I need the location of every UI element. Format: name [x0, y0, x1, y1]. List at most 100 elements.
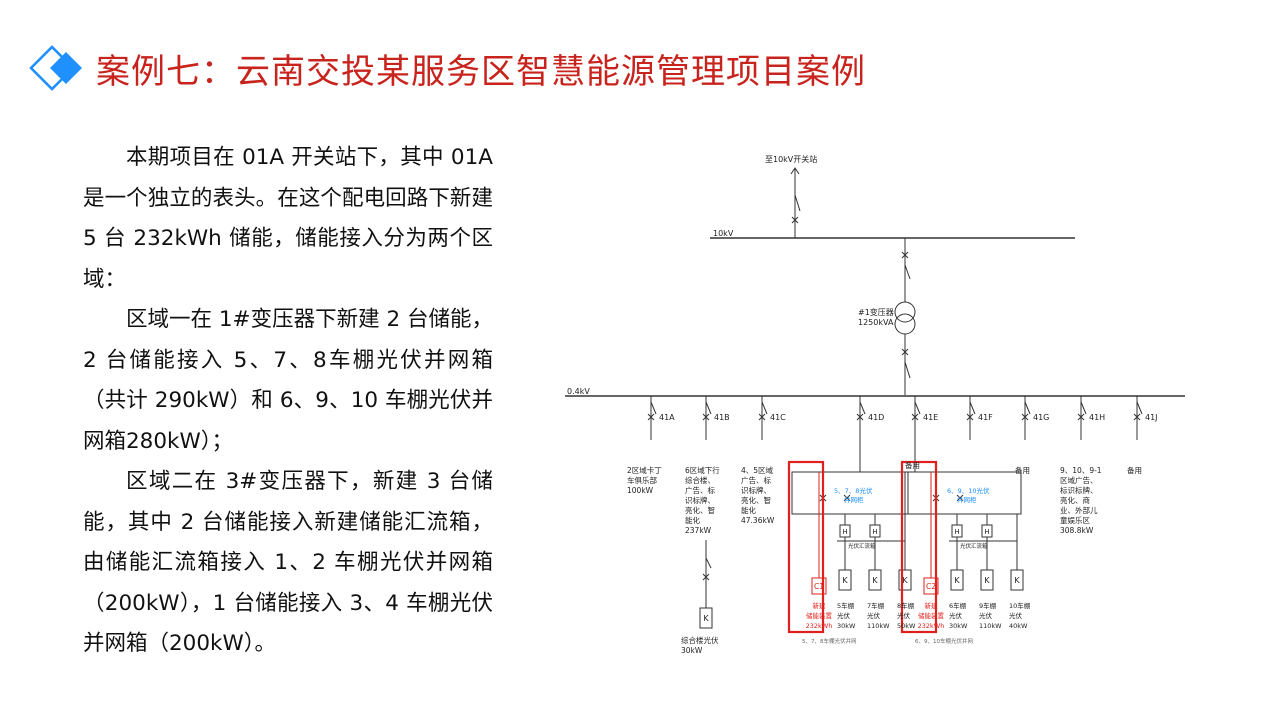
k-box-pv: [838, 569, 852, 591]
slide-title: 案例七：云南交投某服务区智慧能源管理项目案例: [96, 51, 866, 92]
storage-unit-1: [811, 577, 827, 595]
load-41H: 标识标牌、: [1060, 485, 1098, 495]
load-41C: 亮化、智: [741, 495, 771, 505]
storage-text-1: 储能装置: [806, 611, 833, 620]
storage-text-1: 232kWh: [806, 622, 833, 630]
k-box-pv: [868, 569, 882, 591]
breaker-label-41F: 41F: [978, 413, 993, 422]
switch-blade: [1136, 401, 1143, 415]
k-box-pv: [950, 569, 964, 591]
description-text: 本期项目在 01A 开关站下，其中 01A 是一个独立的表头。在这个配电回路下新…: [83, 138, 493, 665]
combiner-label: 光伏汇流箱: [848, 542, 876, 550]
load-41C: 4、5区域: [741, 465, 774, 475]
h-label: H: [842, 528, 847, 536]
breaker-label-41A: 41A: [659, 413, 675, 422]
pv-label: 光伏: [979, 611, 993, 620]
k-label: K: [872, 576, 878, 585]
load-41A: 2区域卡丁: [627, 465, 662, 475]
storage-text-2: 232kWh: [918, 622, 945, 630]
breaker-label-41D: 41D: [868, 413, 884, 422]
pv-label: 光伏: [837, 611, 851, 620]
breaker-label-41B: 41B: [714, 413, 730, 422]
switch-blade: [705, 557, 712, 569]
group-note: 6、9、10车棚光伏并网: [915, 637, 973, 645]
breaker-symbol: [791, 216, 799, 224]
h-label: H: [954, 528, 959, 536]
storage-highlight-2: [900, 460, 938, 634]
load-41A: 车俱乐部: [627, 475, 657, 485]
slide-header: 案例七：云南交投某服务区智慧能源管理项目案例: [28, 42, 866, 94]
k-label: K: [703, 614, 709, 623]
pv-label: 光伏: [949, 611, 963, 620]
pv-label: 7车棚: [867, 601, 885, 610]
breaker-41F: [966, 413, 974, 421]
cabinet-label: 5、7、8光伏: [834, 486, 873, 495]
pv-label: 40kW: [1009, 622, 1028, 630]
transformer-winding-lower: [894, 313, 916, 335]
breaker-symbol: [702, 573, 710, 581]
switch-blade: [904, 264, 911, 280]
load-41B: 综合楼、: [685, 475, 715, 485]
group-note: 5、7、8车棚光伏并网: [802, 637, 857, 645]
load-41H: 亮化、商: [1060, 495, 1090, 505]
pv-label: 50kW: [897, 622, 916, 630]
load-41H: 区域广告、: [1060, 475, 1098, 485]
k-label: K: [842, 576, 848, 585]
breaker-label-41E: 41E: [923, 413, 938, 422]
cabinet-label2: 并网柜: [957, 495, 977, 504]
load-41B: 广告、标: [685, 485, 715, 495]
breaker-41A: [647, 413, 655, 421]
pv-label: 5车棚: [837, 601, 855, 610]
h-label: H: [984, 528, 989, 536]
k-box-pv: [980, 569, 994, 591]
pv-label: 9车棚: [979, 601, 997, 610]
breaker-41C: [758, 413, 766, 421]
paragraph-2: 区域一在 1#变压器下新建 2 台储能，2 台储能接入 5、7、8车棚光伏并网箱…: [83, 307, 493, 454]
switch-blade: [1080, 401, 1087, 415]
load-41J: 备用: [1127, 465, 1142, 475]
k-box-pv: [1010, 569, 1024, 591]
breaker-label-41J: 41J: [1145, 413, 1158, 422]
load-41H: 童娱乐区: [1060, 515, 1090, 525]
incoming-arrow: [790, 167, 800, 175]
pv-label: 光伏: [1009, 611, 1023, 620]
complex-pv-label: 30kW: [681, 646, 703, 655]
pv-label: 30kW: [949, 622, 968, 630]
storage-text-2: 储能装置: [918, 611, 945, 620]
transformer-label: 1250kVA: [858, 318, 894, 327]
pv-label: 110kW: [867, 622, 890, 630]
pv-label: 110kW: [979, 622, 1002, 630]
switch-blade: [705, 401, 712, 415]
load-41H: 308.8kW: [1060, 526, 1094, 535]
breaker-symbol: [901, 251, 909, 259]
grid-tie-cabinet-1: [791, 471, 909, 515]
load-41H: 业、外部儿: [1060, 505, 1098, 515]
storage-highlight-1: [787, 460, 825, 634]
grid-tie-cabinet-2: [904, 471, 1022, 515]
switch-blade: [914, 401, 921, 415]
pv-label: 10车棚: [1009, 601, 1031, 610]
load-41H: 9、10、9-1: [1060, 466, 1102, 475]
load-41C: 广告、标: [741, 475, 771, 485]
storage-text-2: 新建: [925, 601, 939, 610]
load-41B: 亮化、智: [685, 505, 715, 515]
load-41C: 能化: [741, 505, 756, 515]
breaker-label-41H: 41H: [1089, 413, 1105, 422]
breaker-41B: [702, 413, 710, 421]
switch-blade: [761, 401, 768, 415]
complex-pv-label: 综合楼光伏: [681, 635, 719, 645]
k-label: K: [1014, 576, 1020, 585]
cabinet-label2: 并网柜: [844, 495, 864, 504]
load-41B: 识标牌、: [685, 495, 715, 505]
switch-blade: [650, 401, 657, 415]
incoming-label: 至10kV开关站: [765, 154, 817, 164]
breaker-41D: [856, 413, 864, 421]
paragraph-1: 本期项目在 01A 开关站下，其中 01A 是一个独立的表头。在这个配电回路下新…: [83, 145, 493, 292]
breaker-label-41C: 41C: [770, 413, 786, 422]
h-label: H: [872, 528, 877, 536]
switch-blade: [969, 401, 976, 415]
cabinet-label: 6、9、10光伏: [947, 486, 990, 495]
combiner-label: 光伏汇流箱: [960, 542, 988, 550]
pv-label: 光伏: [897, 611, 911, 620]
transformer-winding-upper: [894, 301, 916, 323]
